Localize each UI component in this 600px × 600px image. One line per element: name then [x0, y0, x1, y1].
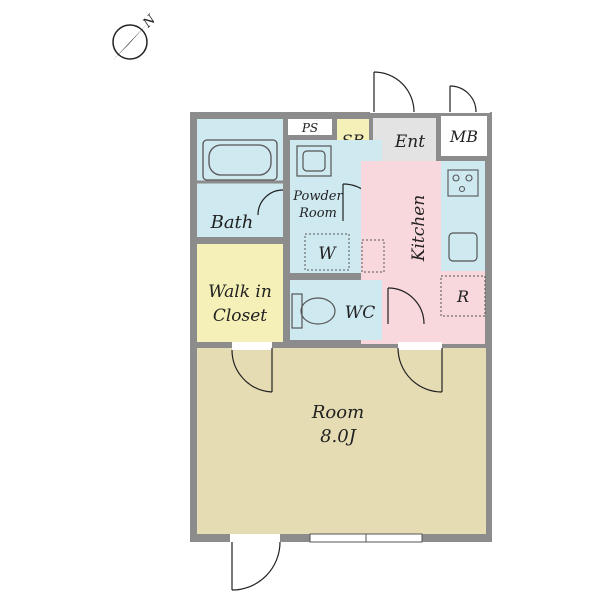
- room-door[interactable]: [397, 342, 443, 393]
- ps-space: [288, 119, 332, 135]
- closet-door[interactable]: [231, 342, 273, 393]
- refrigerator-label: R: [456, 287, 469, 306]
- mb-label: MB: [449, 127, 478, 146]
- bathtub-icon: [202, 139, 278, 181]
- powder-room-label-line2: Room: [298, 206, 337, 221]
- room-label-line2: 8.0J: [320, 426, 358, 447]
- ent-wall-gap: [370, 105, 490, 113]
- entrance-door[interactable]: [373, 71, 415, 113]
- mb-door[interactable]: [449, 85, 477, 113]
- stove-icon: [447, 169, 479, 197]
- walk-in-closet-label-line2: Closet: [213, 306, 267, 326]
- wc-room: [290, 280, 382, 340]
- sink-icon: [296, 145, 332, 177]
- bath-label: Bath: [210, 212, 254, 233]
- entrance-floor: [373, 118, 436, 161]
- washer-label: W: [318, 244, 337, 264]
- walk-in-closet-label-line1: Walk in: [208, 282, 272, 302]
- main-room: [197, 348, 486, 534]
- bath-room: [197, 119, 283, 237]
- room-label-line1: Room: [311, 402, 364, 423]
- washer-space: [304, 233, 350, 271]
- compass-needle-icon: [113, 24, 147, 60]
- ent-label: Ent: [394, 132, 425, 152]
- toilet-icon: [291, 293, 336, 329]
- compass: N: [112, 12, 159, 60]
- ps-label: PS: [301, 121, 318, 135]
- bath-door[interactable]: [257, 189, 284, 216]
- wc-door[interactable]: [387, 287, 425, 325]
- balcony-door[interactable]: [230, 534, 281, 591]
- kitchen-storage: [361, 239, 385, 273]
- kitchen-label: Kitchen: [409, 195, 429, 262]
- fridge-space: [440, 275, 486, 317]
- kitchen-sink-icon: [448, 232, 478, 262]
- wc-label: WC: [345, 303, 375, 323]
- powder-room-label-line1: Powder: [292, 189, 343, 204]
- mb-space: [441, 116, 487, 156]
- walk-in-closet: [197, 244, 283, 342]
